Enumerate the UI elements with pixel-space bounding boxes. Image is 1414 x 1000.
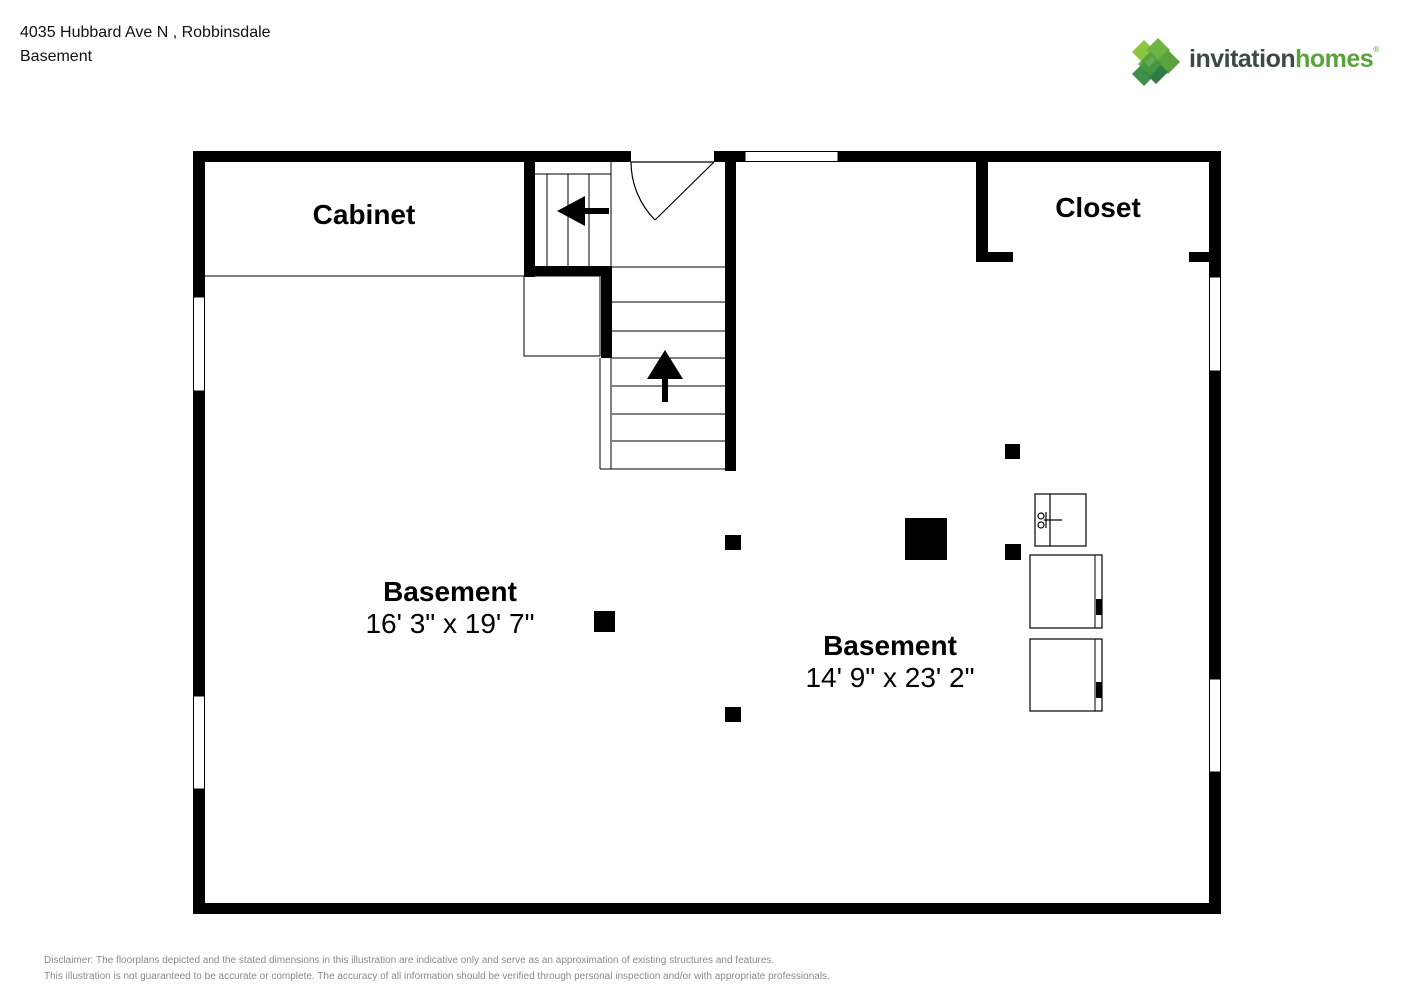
arrow-up-icon [647, 350, 683, 402]
cabinet-area [205, 275, 601, 357]
arrow-left-icon [557, 196, 609, 226]
room-label-cabinet: Cabinet [284, 199, 444, 231]
disclaimer-line-2: This illustration is not guaranteed to b… [44, 971, 830, 982]
support-post-icon [594, 444, 1021, 722]
room-name: Closet [1055, 192, 1141, 223]
brand-word-invitation: invitation [1189, 45, 1296, 73]
brand-logo: invitationhomes® [1128, 36, 1388, 90]
entry-door [630, 161, 715, 221]
brand-wordmark: invitationhomes® [1189, 45, 1379, 74]
room-label-basement-left: Basement 16' 3" x 19' 7" [330, 576, 570, 640]
room-name: Cabinet [312, 199, 416, 230]
invitation-homes-diamond-logo-icon [1132, 38, 1180, 86]
disclaimer: Disclaimer: The floorplans depicted and … [44, 953, 830, 985]
brand-word-homes: homes [1295, 45, 1374, 73]
sink-icon [1034, 493, 1087, 547]
upper-stairs [535, 162, 612, 266]
level-line: Basement [20, 48, 93, 65]
disclaimer-line-1: Disclaimer: The floorplans depicted and … [44, 955, 775, 966]
room-dimensions: 16' 3" x 19' 7" [365, 608, 535, 639]
room-label-basement-right: Basement 14' 9" x 23' 2" [770, 630, 1010, 694]
windows [193, 151, 1221, 790]
room-name: Basement [823, 630, 957, 661]
stair-walls [524, 151, 736, 471]
washer-dryer-icon [1029, 554, 1103, 712]
room-label-closet: Closet [1018, 192, 1178, 224]
address-header: 4035 Hubbard Ave N , Robbinsdale Basemen… [20, 21, 271, 69]
trademark-mark: ® [1373, 45, 1379, 54]
address-line: 4035 Hubbard Ave N , Robbinsdale [20, 24, 271, 41]
room-dimensions: 14' 9" x 23' 2" [805, 662, 975, 693]
outer-walls [193, 151, 1221, 914]
room-name: Basement [383, 576, 517, 607]
closet-walls [976, 157, 1221, 262]
